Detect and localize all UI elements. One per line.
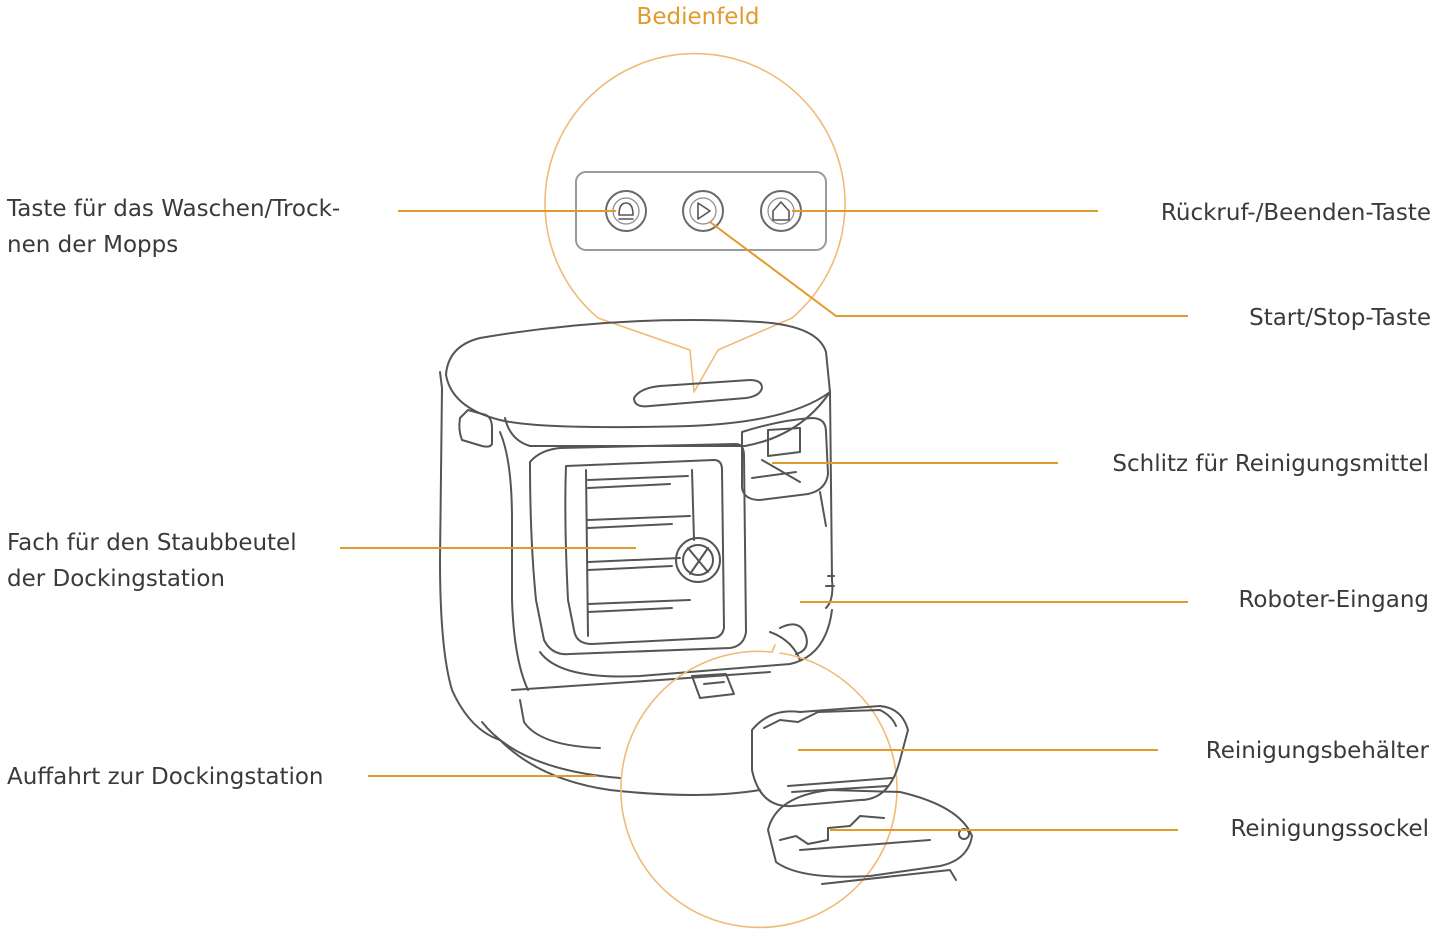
label-start-stop-button: Start/Stop-Taste xyxy=(1249,305,1431,331)
label-cleaning-base: Reinigungssockel xyxy=(1230,816,1429,842)
home-icon xyxy=(772,201,790,221)
mop-wash-icon xyxy=(618,202,634,220)
start-stop-button[interactable] xyxy=(682,190,724,232)
label-dust-bag-compartment-line2: der Dockingstation xyxy=(7,566,225,592)
cleaning-base xyxy=(767,789,973,885)
diagram-title: Bedienfeld xyxy=(636,4,760,30)
label-recall-button: Rückruf-/Beenden-Taste xyxy=(1160,200,1431,226)
label-wash-dry-button-line2: nen der Mopps xyxy=(7,232,179,258)
label-wash-dry-button-line1: Taste für das Waschen/Trock- xyxy=(7,196,341,222)
label-detergent-slot: Schlitz für Reinigungsmittel xyxy=(1112,451,1429,477)
label-robot-entrance: Roboter-Eingang xyxy=(1238,587,1429,613)
tray-magnifier-circle xyxy=(620,650,898,929)
leader-lines xyxy=(340,210,1188,831)
label-dust-bag-compartment-line1: Fach für den Staubbeutel xyxy=(7,530,297,556)
label-ramp: Auffahrt zur Dockingstation xyxy=(7,764,324,790)
play-icon xyxy=(697,202,711,220)
control-panel-callout xyxy=(544,52,846,393)
docking-station-body xyxy=(439,319,835,796)
cleaning-tray xyxy=(751,705,909,808)
label-cleaning-tray: Reinigungsbehälter xyxy=(1205,738,1429,764)
